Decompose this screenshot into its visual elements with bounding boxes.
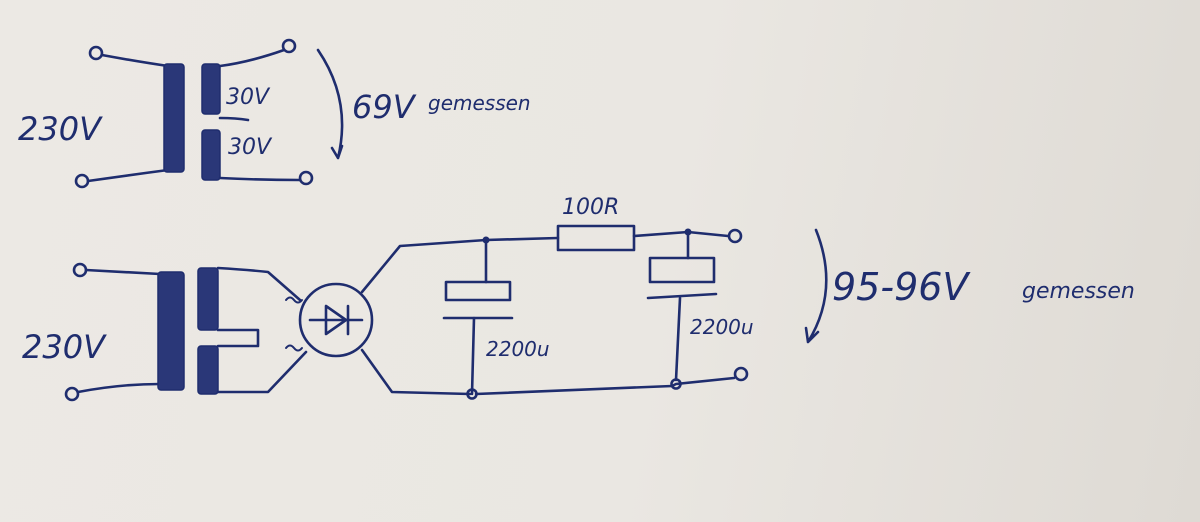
wire-from-resistor bbox=[632, 230, 730, 238]
bottom-secondary-coil-lower bbox=[197, 345, 219, 395]
bottom-circuit: 2200u 100R 2200u 230V 95-96V gemessen bbox=[22, 195, 1135, 402]
dc-wire-positive bbox=[360, 238, 488, 294]
wire-to-resistor bbox=[484, 236, 560, 242]
diode-symbol bbox=[308, 304, 364, 336]
dc-ground-rail bbox=[474, 376, 736, 396]
capacitor-2-label: 2200u bbox=[690, 315, 754, 339]
capacitor-2-plate bbox=[648, 256, 716, 284]
bottom-input-voltage-label: 230V bbox=[22, 328, 107, 366]
top-primary-wire-lower bbox=[86, 168, 170, 183]
capacitor-2-plate-bottom bbox=[646, 292, 718, 300]
top-secondary-upper-label: 30V bbox=[226, 85, 271, 110]
top-secondary-coil-upper bbox=[201, 63, 221, 115]
rectifier-symbol bbox=[298, 282, 374, 358]
bottom-primary-terminal-lower bbox=[64, 386, 80, 402]
top-circuit: 230V 30V 30V 69V gemessen bbox=[18, 38, 531, 189]
top-secondary-wire-lower bbox=[218, 176, 302, 182]
top-secondary-wire-upper bbox=[218, 48, 286, 68]
top-input-voltage-label: 230V bbox=[18, 110, 103, 148]
bottom-primary-wire-upper bbox=[84, 268, 162, 276]
cap2-lead-bottom bbox=[674, 296, 682, 382]
resistor-label: 100R bbox=[562, 195, 619, 220]
top-primary-coil bbox=[163, 63, 185, 173]
top-primary-terminal-lower bbox=[74, 173, 90, 189]
top-output-terminal-upper bbox=[281, 38, 297, 54]
top-measurement-value: 69V bbox=[352, 88, 417, 126]
top-secondary-lower-label: 30V bbox=[228, 135, 273, 160]
capacitor-1-plate bbox=[444, 280, 512, 302]
top-output-terminal-lower bbox=[298, 170, 314, 186]
cap1-lead-bottom bbox=[470, 316, 476, 396]
bottom-secondary-center-tap bbox=[216, 328, 260, 348]
dc-wire-negative bbox=[360, 348, 472, 396]
capacitor-1-label: 2200u bbox=[486, 337, 550, 361]
bottom-output-terminal-negative bbox=[733, 366, 749, 382]
bottom-secondary-wire-upper bbox=[216, 266, 302, 302]
bottom-output-terminal-positive bbox=[727, 228, 743, 244]
bottom-measurement-value: 95-96V bbox=[832, 265, 971, 309]
bottom-secondary-wire-lower bbox=[216, 350, 308, 394]
top-primary-terminal-upper bbox=[88, 45, 104, 61]
bottom-measurement-bracket bbox=[804, 228, 828, 344]
bottom-primary-terminal-upper bbox=[72, 262, 88, 278]
resistor-symbol bbox=[556, 224, 636, 252]
top-measurement-note: gemessen bbox=[428, 91, 531, 115]
top-secondary-coil-lower bbox=[201, 129, 221, 181]
ac-symbol-lower bbox=[285, 344, 303, 352]
top-secondary-center-tap bbox=[218, 116, 250, 122]
bottom-measurement-note: gemessen bbox=[1022, 279, 1135, 304]
bottom-primary-wire-lower bbox=[76, 382, 162, 394]
top-measurement-bracket bbox=[316, 48, 344, 160]
bottom-primary-coil bbox=[157, 271, 185, 391]
ac-symbol-upper bbox=[285, 296, 303, 304]
bottom-secondary-coil-upper bbox=[197, 267, 219, 331]
top-primary-wire-upper bbox=[100, 53, 170, 68]
